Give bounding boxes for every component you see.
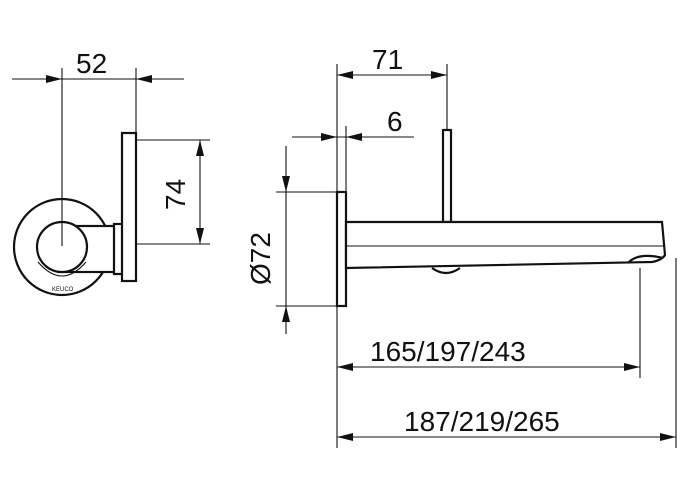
dim-label-d72: Ø72 xyxy=(245,232,276,285)
rosette-plate-side xyxy=(335,190,348,308)
side-view xyxy=(335,128,667,308)
dimension-rosette-diameter: Ø72 xyxy=(245,146,337,334)
arrow-head xyxy=(660,433,676,441)
dimension-plate-thickness: 6 xyxy=(292,106,414,192)
dim-label-6: 6 xyxy=(387,106,403,137)
arrow-head xyxy=(624,363,640,371)
dim-label-spout-length: 165/197/243 xyxy=(370,336,526,367)
dimension-front-width: 52 xyxy=(12,48,184,246)
arrow-head xyxy=(337,71,353,79)
rosette-lower-arc xyxy=(37,261,87,277)
arrow-head xyxy=(337,363,353,371)
spout-outlet xyxy=(627,254,664,264)
arrow-head xyxy=(346,133,362,141)
dimension-overall-length: 187/219/265 xyxy=(337,258,677,448)
dim-label-71: 71 xyxy=(372,44,403,75)
arrow-head xyxy=(321,133,337,141)
arrow-head xyxy=(282,176,290,192)
lever-front xyxy=(120,131,138,283)
brand-mark: KEUCO xyxy=(52,287,74,293)
arrow-head xyxy=(136,75,152,83)
front-view: KEUCO xyxy=(12,131,138,297)
lever-side xyxy=(441,128,453,224)
spout-body-side xyxy=(344,220,667,270)
dimension-side-projection: 71 xyxy=(336,44,448,192)
arrow-head xyxy=(282,306,290,322)
arrow-head xyxy=(431,71,447,79)
dimension-spout-length: 165/197/243 xyxy=(336,268,641,448)
dim-label-overall-length: 187/219/265 xyxy=(404,406,560,437)
arrow-head xyxy=(337,433,353,441)
dimension-front-height: 74 xyxy=(136,139,210,245)
dim-label-52: 52 xyxy=(76,48,107,79)
arrow-head xyxy=(196,140,204,156)
spout-bottom-hump xyxy=(431,267,461,275)
arrow-head xyxy=(46,75,62,83)
arrow-head xyxy=(196,228,204,244)
dim-label-74: 74 xyxy=(160,179,191,210)
